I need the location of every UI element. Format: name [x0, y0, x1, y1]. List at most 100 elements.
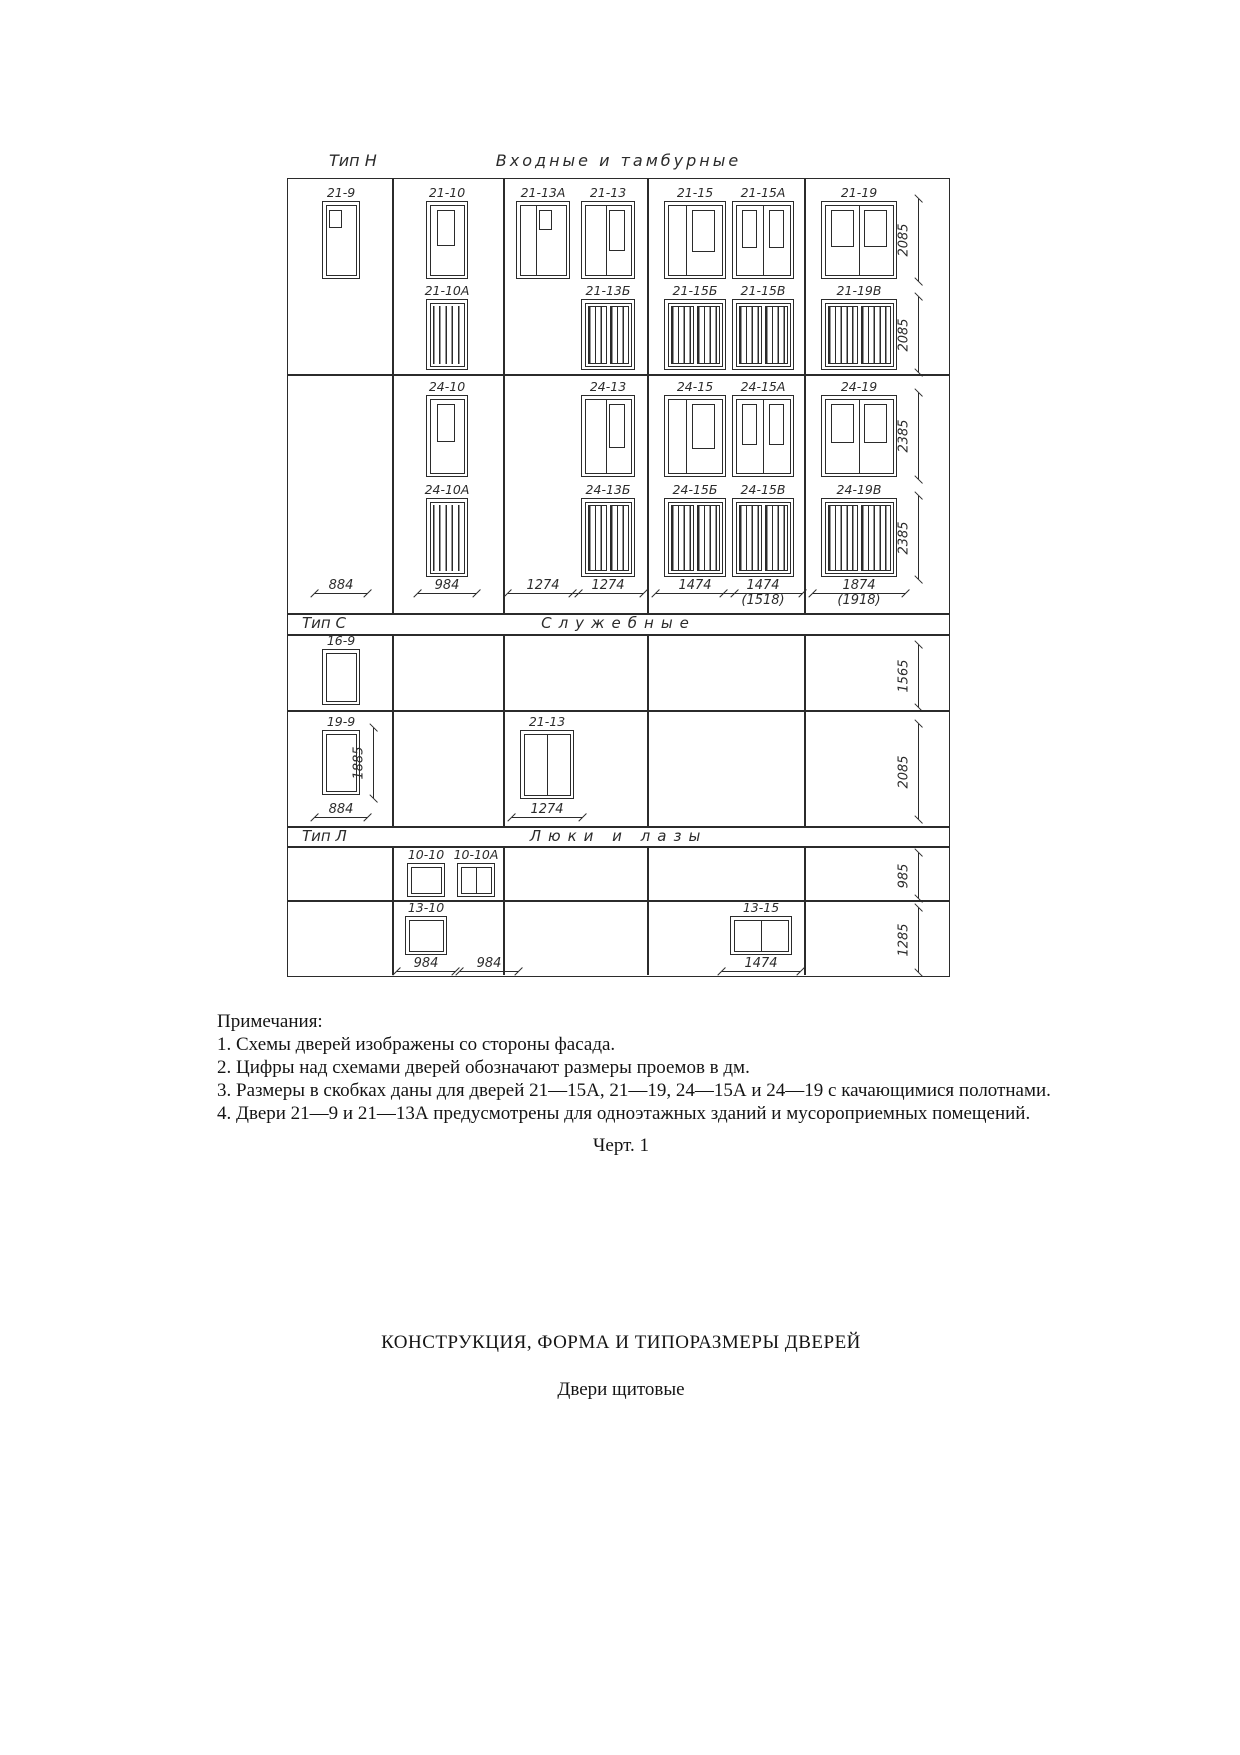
door-21-19v-louvered: 21-19В [821, 284, 897, 370]
door-figure [516, 201, 570, 279]
grid-line-h [288, 900, 949, 902]
grid-line-v [392, 846, 394, 975]
door-code: 21-15 [676, 185, 714, 200]
grid-line-v [647, 846, 649, 975]
width-dim-1274-c: 1274 [512, 802, 582, 819]
door-figure [581, 201, 635, 279]
door-figure [664, 498, 726, 577]
door-figure [821, 395, 897, 477]
dim-value: 1285 [896, 923, 912, 957]
grid-line-h [288, 710, 949, 712]
door-21-19: 21-19 [821, 186, 897, 279]
door-24-13b-louvered: 24-13Б [581, 483, 635, 577]
dim-value: 984 [434, 578, 460, 593]
section-c-band: Тип С Служебные [288, 613, 949, 634]
door-figure [732, 201, 794, 279]
width-dim-884: 884 [315, 578, 367, 595]
door-figure [426, 395, 468, 477]
width-dim-884-c: 884 [315, 803, 367, 819]
door-code: 21-13А [520, 185, 566, 200]
hatch-10-10a: 10-10А [454, 848, 498, 897]
grid-line-v [647, 634, 649, 826]
grid-line-h [288, 826, 949, 828]
section-h-header: Тип Н Входные и тамбурные [287, 150, 950, 178]
door-21-15: 21-15 [664, 186, 726, 279]
door-figure [581, 395, 635, 477]
door-21-13: 21-13 [581, 186, 635, 279]
grid-line-v [392, 179, 394, 613]
door-figure [664, 395, 726, 477]
door-figure [405, 916, 447, 955]
width-dim-984-l1: 984 [397, 957, 455, 973]
door-code: 21-15В [740, 283, 786, 298]
dim-value: 984 [476, 956, 502, 971]
width-dim-984: 984 [418, 578, 476, 595]
grid-line-v [503, 179, 505, 613]
door-24-15b-louvered: 24-15Б [664, 483, 726, 577]
grid-line-v [503, 846, 505, 975]
door-figure [581, 299, 635, 370]
grid-line-h [288, 613, 949, 615]
door-figure [664, 299, 726, 370]
note-item-1: 1. Схемы дверей изображены со стороны фа… [217, 1034, 616, 1055]
grid-line-v [647, 179, 649, 613]
dim-value: 884 [328, 578, 354, 593]
door-c-21-13: 21-13 [520, 715, 574, 799]
grid-line-v [392, 634, 394, 826]
door-24-10: 24-10 [426, 380, 468, 477]
width-dim-984-l2: 984 [460, 956, 518, 973]
dim-value: 2085 [896, 223, 912, 257]
door-code: 24-15 [676, 379, 714, 394]
section-l-band: Тип Л Люки и лазы [288, 826, 949, 846]
door-code: 16-9 [326, 633, 356, 648]
dim-value: 1274 [526, 578, 560, 593]
section-l-title: Люки и лазы [529, 827, 708, 845]
door-21-10a-louvered: 21-10А [425, 284, 469, 370]
door-21-10: 21-10 [426, 186, 468, 279]
door-code: 10-10А [453, 847, 499, 862]
dim-value: 1565 [896, 659, 912, 693]
figure-caption: Черт. 1 [593, 1135, 649, 1156]
chapter-heading: КОНСТРУКЦИЯ, ФОРМА И ТИПОРАЗМЕРЫ ДВЕРЕЙ [381, 1332, 861, 1353]
door-21-13b-louvered: 21-13Б [581, 284, 635, 370]
door-code: 24-13 [589, 379, 627, 394]
grid-line-v [804, 634, 806, 826]
door-code: 10-10 [407, 847, 445, 862]
door-24-10a-louvered: 24-10А [425, 483, 469, 577]
door-21-15a: 21-15А [732, 186, 794, 279]
door-figure [732, 395, 794, 477]
door-21-13a: 21-13А [516, 186, 570, 279]
type-c-label: Тип С [302, 614, 346, 632]
door-figure [322, 201, 360, 279]
section-heading-block: КОНСТРУКЦИЯ, ФОРМА И ТИПОРАЗМЕРЫ ДВЕРЕЙ … [187, 1332, 1055, 1401]
door-24-19: 24-19 [821, 380, 897, 477]
door-code: 24-19В [836, 482, 882, 497]
chapter-subheading: Двери щитовые [557, 1379, 685, 1400]
door-code: 24-15В [740, 482, 786, 497]
hatch-13-10: 13-10 [405, 901, 447, 955]
doors-drawing: Тип Н Входные и тамбурные [287, 150, 950, 977]
grid-line-h [288, 634, 949, 636]
dim-value: 1885 [351, 746, 367, 780]
door-code: 19-9 [326, 714, 356, 729]
dim-value: 1874 [842, 578, 876, 593]
section-h-title: Входные и тамбурные [495, 151, 742, 170]
door-16-9: 16-9 [322, 634, 360, 705]
door-figure [426, 299, 468, 370]
door-code: 24-13Б [585, 482, 631, 497]
width-dim-1474-1518: 1474 (1518) [724, 579, 802, 607]
door-code: 21-19В [836, 283, 882, 298]
note-item-4: 4. Двери 21—9 и 21—13А предусмотрены для… [217, 1103, 1031, 1124]
door-code: 24-10А [424, 482, 470, 497]
dim-value: 1274 [530, 802, 564, 817]
door-21-15v-louvered: 21-15В [732, 284, 794, 370]
door-code: 21-13Б [585, 283, 631, 298]
door-24-15a: 24-15А [732, 380, 794, 477]
notes-section: Примечания: 1. Схемы дверей изображены с… [187, 1010, 1055, 1157]
door-24-15v-louvered: 24-15В [732, 483, 794, 577]
door-figure [426, 498, 468, 577]
width-dim-1274: 1274 [508, 578, 578, 595]
door-code: 21-9 [326, 185, 356, 200]
door-figure [821, 498, 897, 577]
